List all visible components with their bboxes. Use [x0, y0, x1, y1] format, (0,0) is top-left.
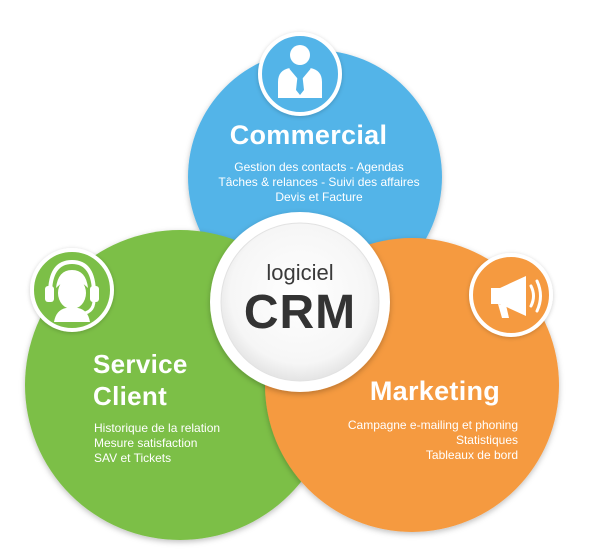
businessman-icon [258, 32, 342, 116]
marketing-feature: Campagne e-mailing et phoning [347, 418, 518, 432]
marketing-title: Marketing [369, 376, 501, 406]
headset-icon [30, 248, 114, 332]
service-client-title: Service Client [93, 348, 188, 412]
service-client-feature: Historique de la relation [94, 421, 221, 435]
crm-center-badge [210, 212, 390, 392]
marketing-feature: Statistiques [455, 433, 518, 447]
commercial-features: Gestion des contacts - Agendas Tâches & … [196, 160, 442, 205]
commercial-feature: Devis et Facture [275, 190, 363, 204]
marketing-features: Campagne e-mailing et phoning Statistiqu… [300, 418, 518, 463]
service-client-feature: Mesure satisfaction [94, 436, 198, 450]
service-client-title-line2: Client [93, 381, 168, 411]
center-subtitle: logiciel [266, 260, 334, 285]
marketing-feature: Tableaux de bord [425, 448, 518, 462]
service-client-features: Historique de la relation Mesure satisfa… [94, 421, 220, 466]
service-client-feature: SAV et Tickets [94, 451, 172, 465]
commercial-title: Commercial [229, 120, 388, 150]
megaphone-icon [469, 253, 553, 337]
commercial-feature: Tâches & relances - Suivi des affaires [218, 175, 420, 189]
commercial-feature: Gestion des contacts - Agendas [234, 160, 404, 174]
service-client-title-line1: Service [93, 349, 188, 379]
center-title: CRM [243, 286, 357, 339]
